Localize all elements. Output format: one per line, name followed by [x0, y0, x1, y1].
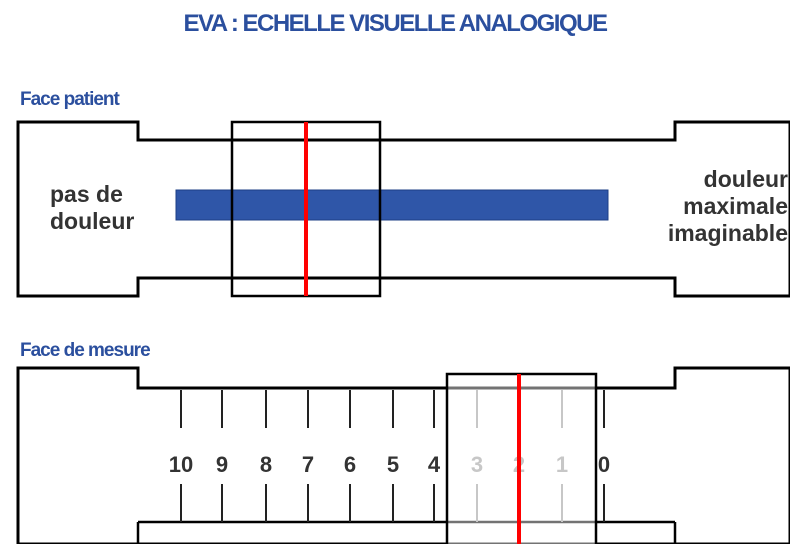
measure-face-ruler: 109876543210: [16, 366, 790, 544]
scale-label: 6: [344, 452, 356, 477]
pain-bar: [175, 189, 609, 221]
no-pain-label: pas de douleur: [50, 181, 134, 235]
measure-slider[interactable]: [445, 372, 598, 544]
scale-label: 5: [387, 452, 399, 477]
max-pain-line-1: douleur: [703, 166, 788, 192]
patient-face-label: Face patient: [20, 89, 120, 110]
page-title: EVA : ECHELLE VISUELLE ANALOGIQUE: [183, 10, 608, 37]
measure-face-label: Face de mesure: [20, 340, 151, 361]
max-pain-line-2: maximale: [683, 193, 788, 219]
scale-label: 9: [216, 452, 228, 477]
scale-label: 3: [471, 452, 483, 477]
max-pain-label: douleur maximale imaginable: [668, 166, 788, 247]
scale-label: 0: [598, 452, 610, 477]
scale-label: 8: [260, 452, 272, 477]
no-pain-line-2: douleur: [50, 208, 135, 234]
patient-face-ruler: [16, 120, 790, 298]
no-pain-line-1: pas de: [50, 181, 123, 207]
scale-label: 7: [302, 452, 314, 477]
measure-ruler-outline: [16, 366, 790, 544]
scale-label: 1: [556, 452, 568, 477]
max-pain-line-3: imaginable: [667, 220, 788, 246]
scale-label: 4: [428, 452, 441, 477]
scale-ticks: 109876543210: [169, 390, 610, 522]
scale-label: 10: [169, 452, 193, 477]
